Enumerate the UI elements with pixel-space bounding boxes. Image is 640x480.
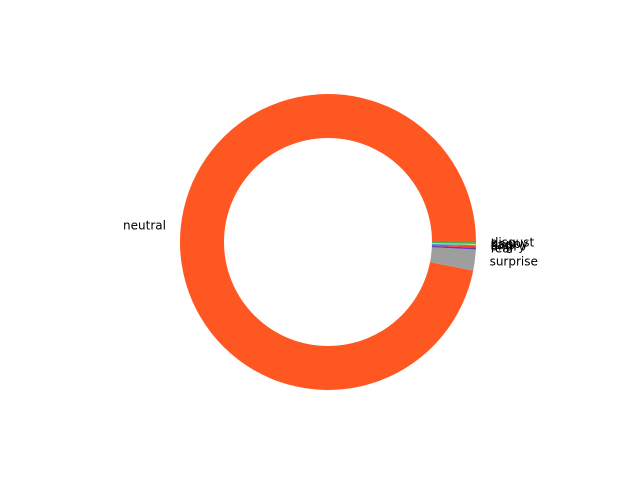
slice-label-fear: fear xyxy=(491,242,515,256)
slice-label-surprise: surprise xyxy=(490,254,538,268)
donut-hole xyxy=(224,138,432,346)
slice-label-happy: happy xyxy=(491,237,528,251)
slice-label-angry: angry xyxy=(491,240,526,254)
slice-label-disgust: disgust xyxy=(491,236,535,250)
slice-label-sad: sad xyxy=(491,238,512,252)
slice-label-neutral: neutral xyxy=(123,219,166,233)
